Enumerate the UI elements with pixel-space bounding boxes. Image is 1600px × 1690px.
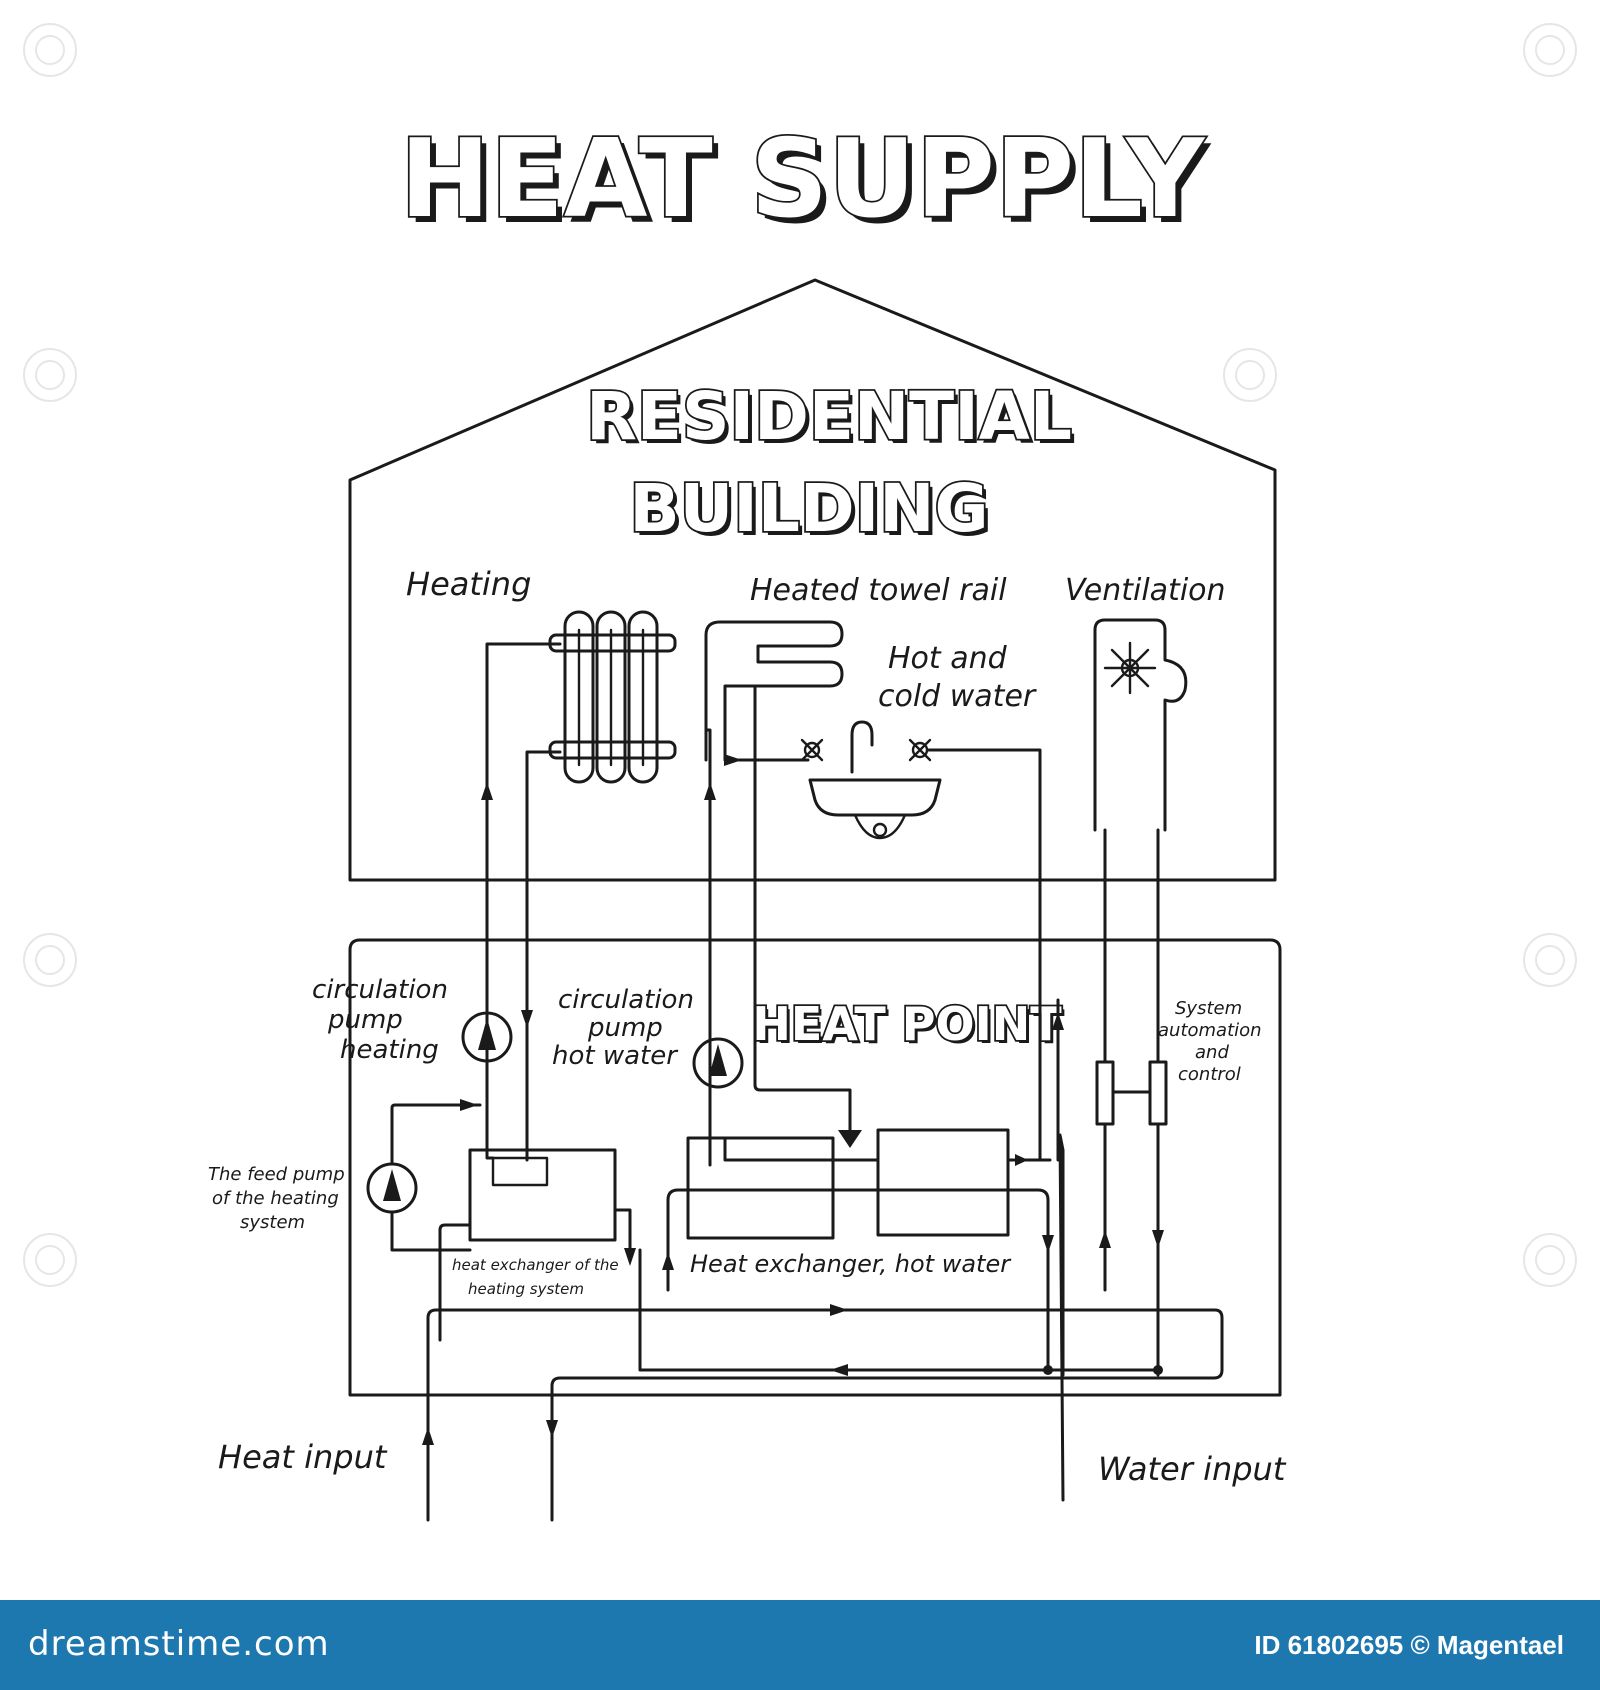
heat-point-box <box>348 938 1282 1397</box>
heat-exchanger-heating-inner <box>491 1156 549 1187</box>
label-automation-3: and <box>1195 1042 1229 1063</box>
label-feed-pump-3: system <box>240 1212 305 1233</box>
ventilation-fan-icon <box>1093 618 1188 832</box>
label-circ-hot-1: circulation <box>558 985 694 1015</box>
label-automation-1: System <box>1175 998 1242 1019</box>
supply-distribution-pipe <box>438 1308 1224 1522</box>
label-automation-2: automation <box>1158 1020 1262 1041</box>
label-hot-cold-1: Hot and <box>888 641 1008 676</box>
label-ventilation: Ventilation <box>1065 573 1226 608</box>
feed-pump <box>366 1162 418 1214</box>
flow-arrows <box>422 754 1164 1445</box>
title: HEAT SUPPLY <box>400 117 1206 242</box>
label-circ-heating-3: heating <box>340 1035 439 1065</box>
label-feed-pump-2: of the heating <box>212 1188 339 1209</box>
heating-return-pipe <box>525 750 562 1162</box>
label-automation-4: control <box>1178 1064 1241 1085</box>
footer-bar: dreamstime.com ID 61802695 © Magentael <box>0 1600 1600 1690</box>
label-circ-hot-3: hot water <box>552 1041 679 1071</box>
label-hx-hot-water: Heat exchanger, hot water <box>690 1250 1012 1278</box>
heat-exchanger-hot-water-2 <box>876 1128 1010 1237</box>
label-water-input: Water input <box>1098 1450 1287 1488</box>
feed-pump-pipe <box>390 1103 482 1252</box>
heat-exchanger-heating-outlet <box>438 1208 632 1342</box>
label-hx-heating-1: heat exchanger of the <box>452 1256 619 1274</box>
heat-exchanger-heating <box>468 1148 617 1242</box>
sink-icon <box>800 720 942 840</box>
label-hot-cold-2: cold water <box>878 679 1037 714</box>
heat-exchanger-hot-water-1 <box>686 1136 835 1240</box>
label-towel-rail: Heated towel rail <box>750 573 1007 608</box>
label-circ-heating-1: circulation <box>312 975 448 1005</box>
label-feed-pump-1: The feed pump <box>208 1164 345 1185</box>
towel-rail-return-pipe <box>753 684 852 1147</box>
heating-supply-pipe <box>485 642 562 1160</box>
heat-supply-diagram: HEAT SUPPLY HEAT SUPPLY RESIDENTIAL RESI… <box>23 23 1577 1522</box>
heat-point-title: HEAT POINT <box>752 997 1062 1051</box>
water-input-pipe <box>1056 998 1065 1502</box>
building-title-2: BUILDING <box>629 470 988 547</box>
label-circ-hot-2: pump <box>587 1013 663 1043</box>
automation-pipes <box>1103 828 1160 1377</box>
footer-logo[interactable]: dreamstime.com <box>28 1624 330 1664</box>
title-shadow: HEAT SUPPLY <box>406 123 1212 248</box>
automation-sensor-left <box>1095 1060 1115 1126</box>
towel-rail-icon <box>704 620 844 762</box>
label-hx-heating-2: heating system <box>468 1280 584 1298</box>
return-collector-pipe <box>638 1248 1160 1372</box>
towel-rail-supply-pipe <box>704 728 712 1167</box>
heat-input-pipe <box>426 1308 442 1522</box>
radiator-icon <box>548 610 677 784</box>
footer-image-id: ID 61802695 © Magentael <box>1254 1630 1564 1660</box>
circulation-pump-heating <box>461 1011 513 1063</box>
tap-left-icon <box>800 738 824 762</box>
label-circ-heating-2: pump <box>327 1005 403 1035</box>
building-title-1-shadow: RESIDENTIAL <box>590 382 1076 459</box>
house-outline <box>348 278 1277 882</box>
label-heating: Heating <box>406 565 531 603</box>
circulation-pump-hot-water <box>692 1037 744 1089</box>
label-heat-input: Heat input <box>218 1438 388 1476</box>
building-title-2-shadow: BUILDING <box>633 474 992 551</box>
cold-water-pipe <box>926 748 1042 1162</box>
automation-sensor-right <box>1148 1060 1168 1126</box>
hot-water-loop-pipe <box>666 1136 1052 1372</box>
heat-point-title-shadow: HEAT POINT <box>755 1000 1065 1054</box>
watermark-pattern <box>23 23 1577 1287</box>
building-title-1: RESIDENTIAL <box>586 378 1072 455</box>
